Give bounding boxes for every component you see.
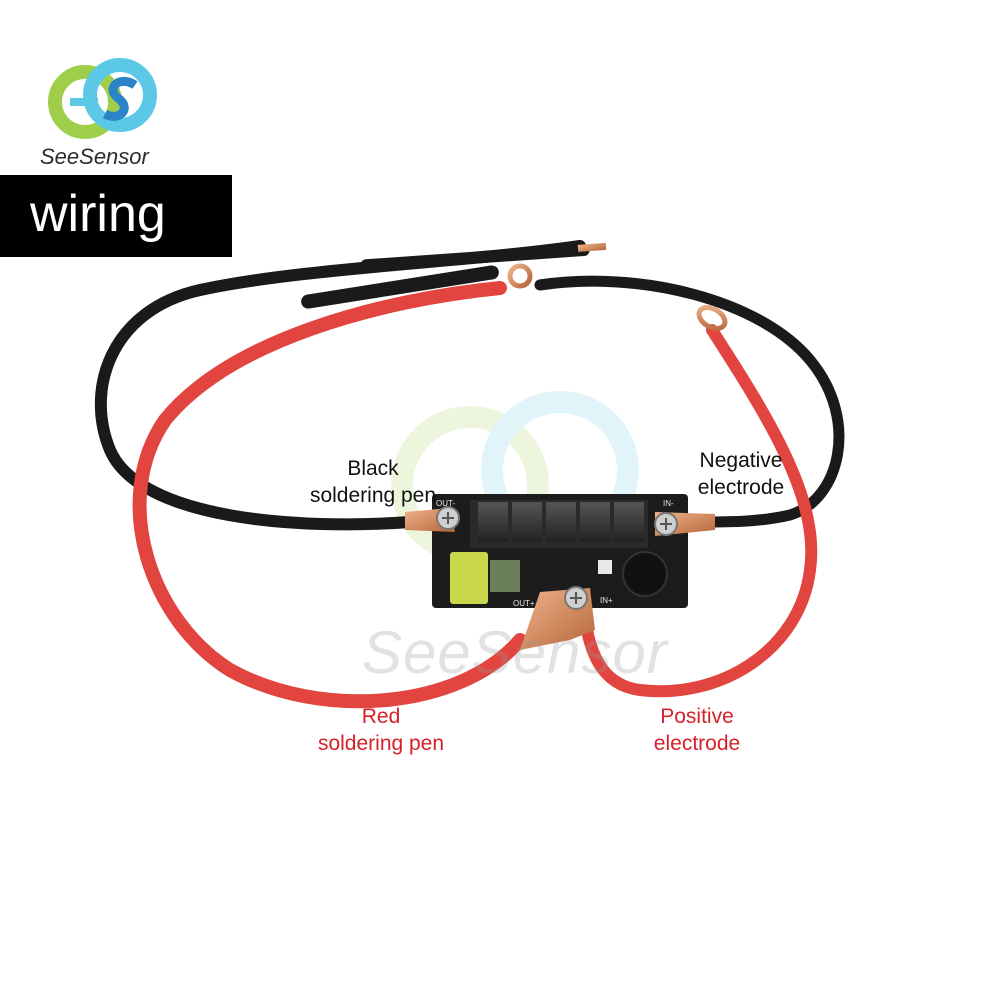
- label-line: electrode: [653, 732, 741, 755]
- label-line: Black: [347, 457, 399, 480]
- positive-electrode-label: Positive electrode: [632, 703, 762, 757]
- label-line: soldering pen: [309, 484, 437, 507]
- red-pen-wire: [132, 281, 527, 709]
- negative-electrode-wire: [534, 275, 845, 528]
- black-soldering-pen-label: Black soldering pen: [298, 455, 448, 509]
- spot-welder-board: OUT- IN- OUT+ IN+: [432, 494, 688, 608]
- label-line: Positive: [660, 705, 734, 728]
- label-line: electrode: [697, 476, 785, 499]
- board-label-out-plus: OUT+: [513, 599, 535, 608]
- ss-logo-icon: [48, 58, 157, 139]
- terminal-lugs: [405, 506, 715, 650]
- wiring-banner: wiring: [0, 175, 232, 257]
- label-line: soldering pen: [317, 732, 445, 755]
- label-line: Negative: [699, 449, 783, 472]
- board-label-in-minus: IN-: [663, 499, 674, 508]
- red-soldering-pen-label: Red soldering pen: [296, 703, 466, 757]
- negative-electrode-label: Negative electrode: [676, 447, 806, 501]
- label-line: Red: [361, 705, 401, 728]
- board-label-out-minus: OUT-: [436, 499, 455, 508]
- board-label-in-plus: IN+: [600, 596, 613, 605]
- brand-name: SeeSensor: [40, 144, 149, 169]
- wiring-banner-text: wiring: [30, 185, 166, 243]
- watermark-text: SeeSensor: [362, 619, 668, 686]
- positive-electrode-wire: [579, 324, 818, 698]
- pen-tips: [301, 242, 728, 331]
